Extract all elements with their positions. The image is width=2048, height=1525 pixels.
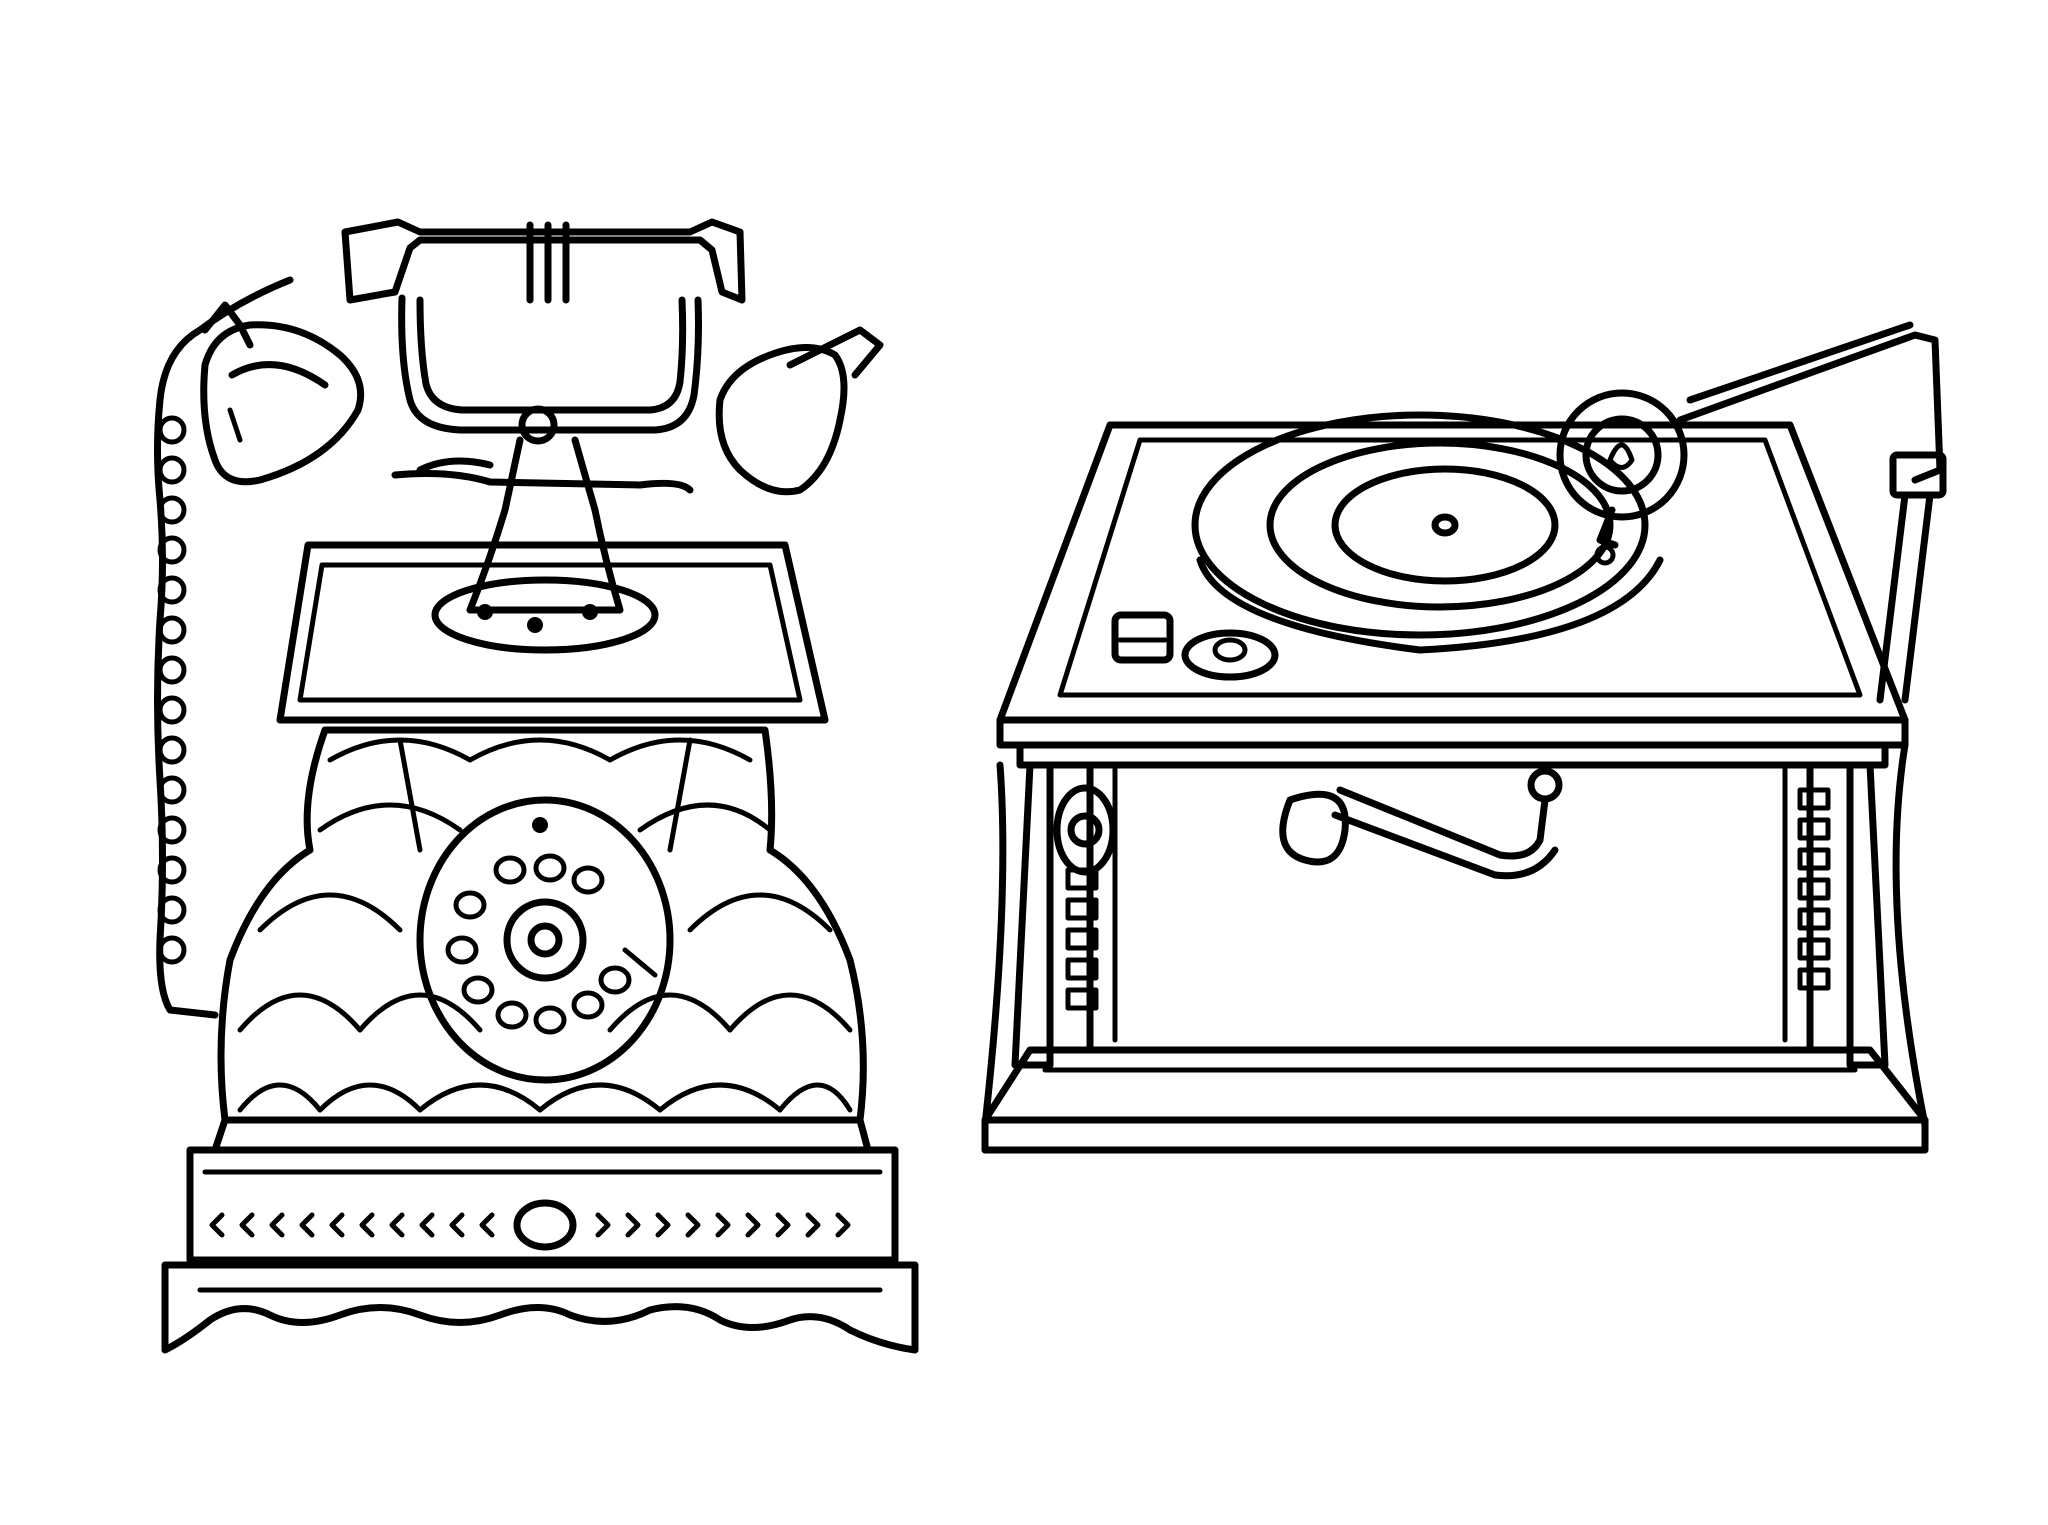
telephone-top-plate xyxy=(276,541,829,724)
gramophone-turntable xyxy=(1191,411,1664,654)
telephone-cradle xyxy=(391,405,694,654)
gramophone-cabinet xyxy=(1011,761,1889,1069)
telephone-cord xyxy=(154,276,294,1019)
gramophone-crank xyxy=(1279,767,1563,880)
gramophone-icon xyxy=(981,321,1947,1154)
telephone-rotary-dial xyxy=(416,796,674,1084)
telephone-base xyxy=(161,1116,919,1354)
telephone-chevron-trim xyxy=(209,1199,851,1251)
telephone-handset xyxy=(200,218,884,496)
gramophone-top-panel xyxy=(996,421,1909,769)
gramophone-controls xyxy=(1111,611,1279,681)
gramophone-tonearm xyxy=(1556,321,1947,704)
gramophone-base xyxy=(981,741,1929,1154)
antique-telephone-icon xyxy=(154,218,919,1354)
